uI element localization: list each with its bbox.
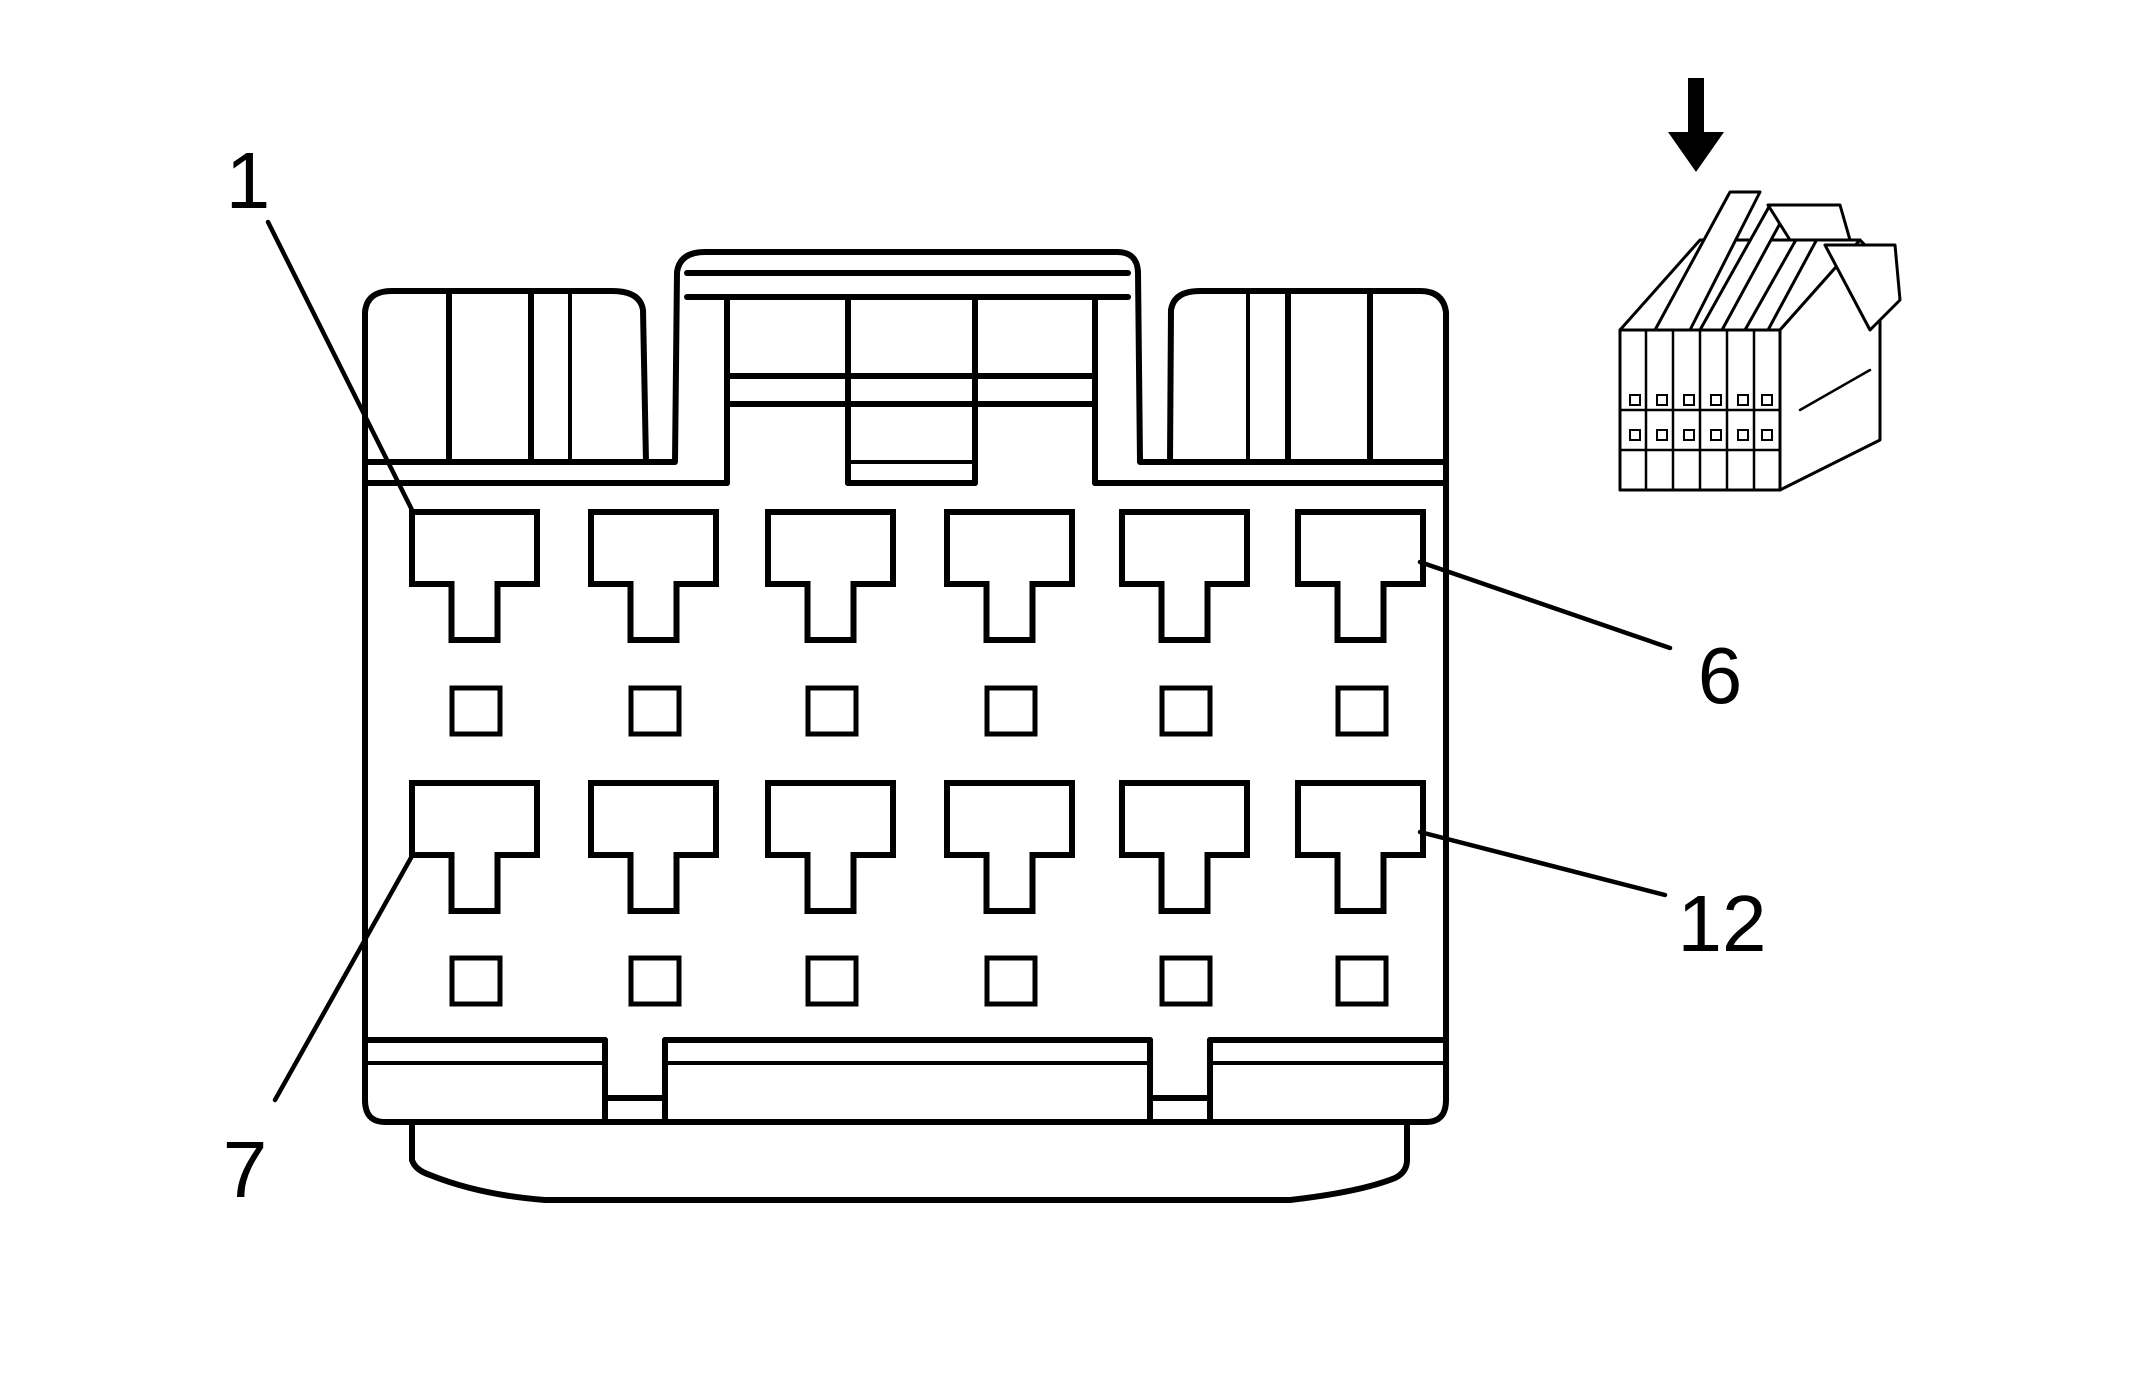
thumbnail-pin-mark bbox=[1683, 429, 1695, 441]
pin-cavity-2 bbox=[588, 509, 719, 643]
pin-cavity-8 bbox=[588, 780, 719, 914]
terminal-lock-3 bbox=[805, 685, 859, 737]
callout-leaders bbox=[265, 219, 1673, 1103]
thumbnail-pin-mark bbox=[1761, 429, 1773, 441]
terminal-lock-1 bbox=[449, 685, 503, 737]
leader-pin-12 bbox=[1417, 829, 1668, 898]
pin-cavity-9 bbox=[765, 780, 896, 914]
terminal-lock-10 bbox=[984, 955, 1038, 1007]
pin-cavity-10 bbox=[944, 780, 1075, 914]
thumbnail-pin-mark bbox=[1629, 429, 1641, 441]
pin-row-top bbox=[409, 509, 1426, 643]
terminal-lock-5 bbox=[1159, 685, 1213, 737]
pin-row-bottom bbox=[409, 780, 1426, 914]
callout-pin-1: 1 bbox=[226, 136, 271, 225]
terminal-lock-11 bbox=[1159, 955, 1213, 1007]
pin-cavity-5 bbox=[1119, 509, 1250, 643]
thumbnail-pin-mark bbox=[1737, 394, 1749, 406]
thumbnail-pin-mark bbox=[1710, 429, 1722, 441]
pin-cavity-11 bbox=[1119, 780, 1250, 914]
right-latch-ribs bbox=[1246, 288, 1373, 465]
terminal-lock-2 bbox=[628, 685, 682, 737]
thumbnail-pin-mark bbox=[1683, 394, 1695, 406]
terminal-lock-4 bbox=[984, 685, 1038, 737]
connector-thumbnail-icon bbox=[1618, 190, 1902, 492]
thumbnail-pin-mark bbox=[1656, 394, 1668, 406]
thumbnail-pin-marks bbox=[1629, 394, 1773, 441]
pin-cavity-12 bbox=[1295, 780, 1426, 914]
terminal-lock-8 bbox=[628, 955, 682, 1007]
callout-pin-12: 12 bbox=[1678, 879, 1767, 968]
connector-housing bbox=[362, 249, 1449, 1125]
leader-pin-6 bbox=[1417, 559, 1673, 651]
connector-skirt bbox=[409, 1119, 1410, 1203]
callout-pin-7: 7 bbox=[223, 1125, 268, 1214]
thumbnail-pin-mark bbox=[1737, 429, 1749, 441]
pin-cavity-6 bbox=[1295, 509, 1426, 643]
thumbnail-pin-mark bbox=[1656, 429, 1668, 441]
callout-pin-6: 6 bbox=[1698, 631, 1743, 720]
pin-cavity-4 bbox=[944, 509, 1075, 643]
terminal-lock-6 bbox=[1335, 685, 1389, 737]
thumbnail-pin-mark bbox=[1629, 394, 1641, 406]
leader-pin-7 bbox=[272, 853, 415, 1103]
thumbnail-pin-mark bbox=[1761, 394, 1773, 406]
bottom-rail bbox=[362, 1037, 1449, 1125]
left-latch-ribs bbox=[446, 288, 572, 465]
center-latch-detail bbox=[684, 270, 1131, 486]
pin-cavity-3 bbox=[765, 509, 896, 643]
terminal-locks bbox=[449, 685, 1389, 1007]
shoulder-lines bbox=[362, 459, 1449, 486]
pin-cavity-7 bbox=[409, 780, 540, 914]
leader-pin-1 bbox=[265, 219, 415, 513]
pin-cavity-1 bbox=[409, 509, 540, 643]
thumbnail-pin-mark bbox=[1710, 394, 1722, 406]
terminal-lock-12 bbox=[1335, 955, 1389, 1007]
terminal-lock-7 bbox=[449, 955, 503, 1007]
down-arrow-icon bbox=[1668, 78, 1724, 172]
terminal-lock-9 bbox=[805, 955, 859, 1007]
